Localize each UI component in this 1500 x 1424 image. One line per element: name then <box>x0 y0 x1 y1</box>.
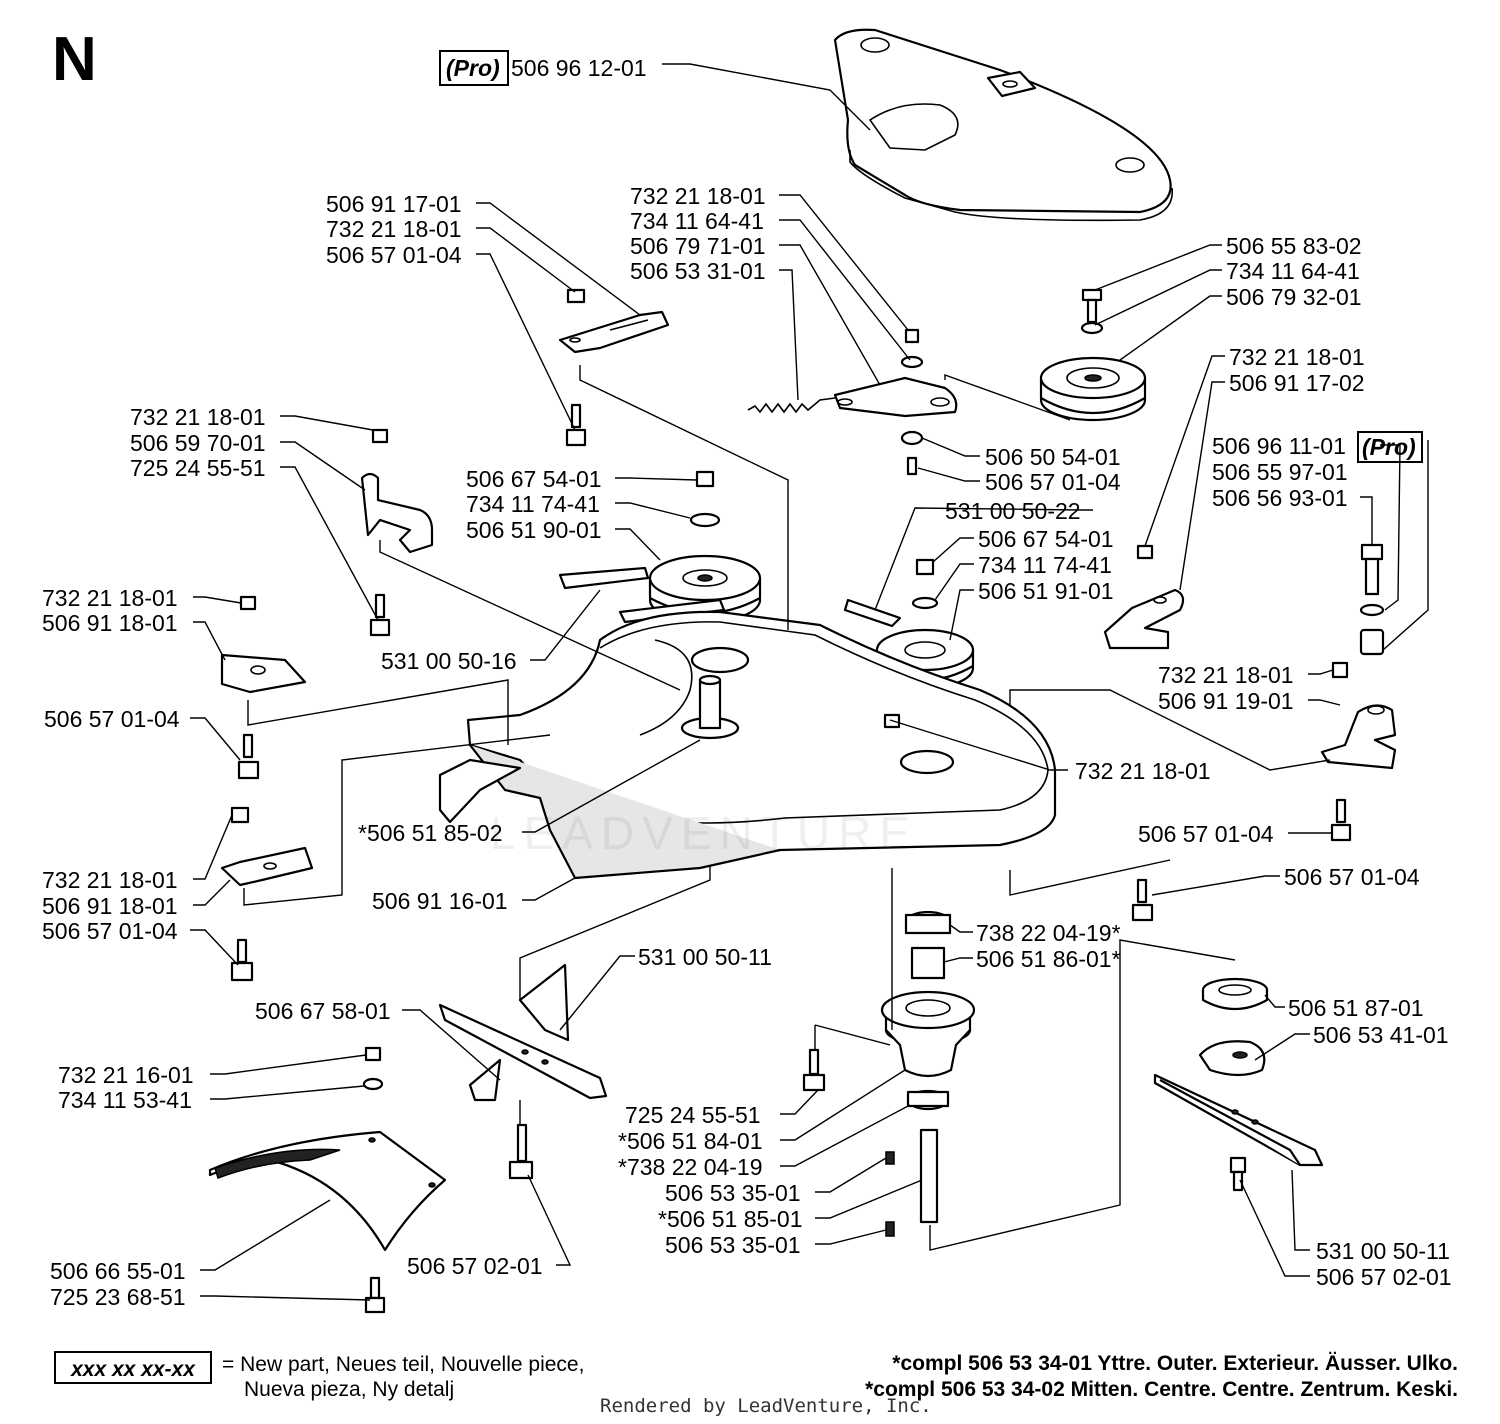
part-label: 506 50 54-01 <box>985 444 1121 470</box>
part-label: *506 51 84-01 <box>618 1128 763 1154</box>
part-label: 531 00 50-11 <box>638 944 772 970</box>
bracket-part <box>558 288 670 447</box>
part-label: 734 11 74-41 <box>978 552 1112 578</box>
part-label: 732 21 18-01 <box>1229 344 1365 370</box>
bolt-part <box>1080 288 1104 335</box>
pro-tag-box <box>1357 431 1423 463</box>
part-label: 506 91 19-01 <box>1158 688 1294 714</box>
part-label: 531 00 50-11 <box>1316 1238 1450 1264</box>
legend-line: = New part, Neues teil, Nouvelle piece, <box>222 1353 585 1376</box>
part-label: 506 96 11-01 <box>1212 433 1346 459</box>
tensioner-arm-part <box>747 328 958 476</box>
part-label: 734 11 64-41 <box>630 208 764 234</box>
part-label: 506 91 16-01 <box>372 888 508 914</box>
part-label: 738 22 04-19* <box>976 920 1121 946</box>
part-label: 506 56 93-01 <box>1212 485 1348 511</box>
part-label: 506 79 32-01 <box>1226 284 1362 310</box>
part-label: 506 57 01-04 <box>42 918 178 944</box>
bolt-part <box>802 1048 826 1092</box>
legend-line: Nueva pieza, Ny detalj <box>244 1378 455 1401</box>
compl-note-outer: *compl 506 53 34-01 Yttre. Outer. Exteri… <box>892 1352 1458 1375</box>
part-label: 734 11 74-41 <box>466 491 600 517</box>
pro-tag: (Pro) <box>1362 434 1416 460</box>
mower-deck-part <box>438 610 1057 880</box>
part-label: 732 21 18-01 <box>326 216 462 242</box>
watermark: LEADVENTURE <box>490 807 918 859</box>
part-label: 506 66 55-01 <box>50 1258 186 1284</box>
part-label: 506 96 12-01 <box>511 55 647 81</box>
bracket-part <box>1103 544 1185 650</box>
part-label: 506 57 01-04 <box>326 242 462 268</box>
deflector-part <box>208 1046 447 1314</box>
part-label: 506 51 86-01* <box>976 946 1121 972</box>
part-label: 506 59 70-01 <box>130 430 266 456</box>
part-label: 732 21 18-01 <box>1075 758 1211 784</box>
pulley-center-part <box>648 470 762 624</box>
guide-part <box>360 428 434 637</box>
part-label: 732 21 18-01 <box>630 183 766 209</box>
spacer-part <box>1359 543 1385 656</box>
leader-lines <box>190 63 1429 1301</box>
part-label: 506 53 35-01 <box>665 1180 801 1206</box>
legend-new-part-box: xxx xx xx-xx <box>54 1351 212 1384</box>
spindle-housing-part <box>880 910 976 1237</box>
bracket-part <box>1320 661 1397 842</box>
part-label: 506 55 97-01 <box>1212 459 1348 485</box>
part-label: *506 51 85-01 <box>658 1206 803 1232</box>
part-label: 725 23 68-51 <box>50 1284 186 1310</box>
part-label: 506 79 71-01 <box>630 233 766 259</box>
part-label: 506 53 41-01 <box>1313 1022 1449 1048</box>
blade-left-part <box>438 963 608 1180</box>
spindle-part <box>680 674 740 740</box>
part-label: *738 22 04-19 <box>618 1154 763 1180</box>
part-label: 506 57 02-01 <box>407 1253 543 1279</box>
part-label: 506 67 54-01 <box>466 466 602 492</box>
part-label: 506 57 01-04 <box>985 469 1121 495</box>
pro-tag: (Pro) <box>446 55 500 81</box>
page-letter: N <box>52 25 97 94</box>
part-label: 506 51 91-01 <box>978 578 1114 604</box>
part-label: 506 57 02-01 <box>1316 1264 1452 1290</box>
part-label: 531 00 50-22 <box>945 498 1081 524</box>
part-label: 734 11 64-41 <box>1226 258 1360 284</box>
part-label: 506 53 35-01 <box>665 1232 801 1258</box>
part-label: 725 24 55-51 <box>130 455 266 481</box>
part-label: 506 91 17-02 <box>1229 370 1365 396</box>
pulley-right-part <box>1039 356 1147 422</box>
part-label: 506 51 87-01 <box>1288 995 1424 1021</box>
part-label: 506 53 31-01 <box>630 258 766 284</box>
part-label: 732 21 18-01 <box>42 585 178 611</box>
part-label: 506 67 54-01 <box>978 526 1114 552</box>
part-label: 732 21 16-01 <box>58 1062 194 1088</box>
part-label: 506 67 58-01 <box>255 998 391 1024</box>
part-label: 506 57 01-04 <box>1284 864 1420 890</box>
part-label: 506 55 83-02 <box>1226 233 1362 259</box>
compl-note-centre: *compl 506 53 34-02 Mitten. Centre. Cent… <box>865 1378 1458 1401</box>
belt-cover-part <box>833 28 1173 222</box>
part-label: 732 21 18-01 <box>130 404 266 430</box>
pro-tag-box <box>439 50 509 86</box>
render-credit: Rendered by LeadVenture, Inc. <box>600 1395 932 1417</box>
part-label: 506 51 90-01 <box>466 517 602 543</box>
legend-text: = New part, Neues teil, Nouvelle piece, … <box>222 1352 584 1402</box>
part-label: 531 00 50-16 <box>381 648 517 674</box>
part-label: 725 24 55-51 <box>625 1102 761 1128</box>
part-label: 734 11 53-41 <box>58 1087 192 1113</box>
part-labels: (Pro) 506 96 12-01 506 91 17-01 732 21 1… <box>42 50 1452 1310</box>
part-label: 732 21 18-01 <box>1158 662 1294 688</box>
part-label: 506 57 01-04 <box>44 706 180 732</box>
part-label: 732 21 18-01 <box>42 867 178 893</box>
part-label: *506 51 85-02 <box>358 820 503 846</box>
part-label: 506 91 18-01 <box>42 610 178 636</box>
part-label: 506 57 01-04 <box>1138 821 1274 847</box>
part-label: 506 91 17-01 <box>326 191 462 217</box>
blade-right-part <box>1153 977 1324 1192</box>
bracket-part <box>220 806 314 982</box>
part-label: 506 91 18-01 <box>42 893 178 919</box>
bracket-part <box>220 595 307 780</box>
